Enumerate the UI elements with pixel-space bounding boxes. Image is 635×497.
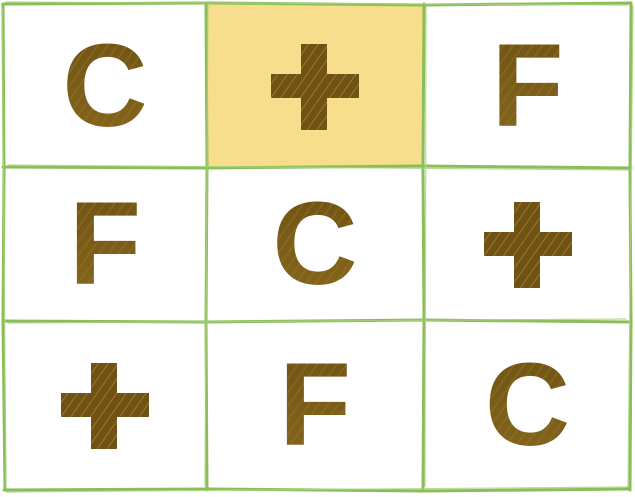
cell-symbol-f: F	[206, 321, 424, 488]
grid-cell-r1-c2-selected[interactable]	[206, 4, 424, 167]
cell-symbol-c: C	[206, 167, 424, 321]
cell-symbol-f: F	[4, 167, 206, 321]
grid-cell-r3-c2[interactable]: F	[206, 321, 424, 488]
grid-cell-r3-c3[interactable]: C	[424, 321, 631, 488]
grid-cell-r1-c3[interactable]: F	[424, 4, 631, 167]
cell-symbol-c: C	[4, 4, 206, 167]
grid-cell-r2-c1[interactable]: F	[4, 167, 206, 321]
grid-cell-r1-c1[interactable]: C	[4, 4, 206, 167]
plus-icon	[4, 321, 206, 488]
cell-symbol-f: F	[424, 4, 631, 167]
cell-symbol-c: C	[424, 321, 631, 488]
grid-cell-r2-c2[interactable]: C	[206, 167, 424, 321]
grid-cell-r2-c3[interactable]	[424, 167, 631, 321]
plus-icon	[206, 4, 424, 167]
plus-icon	[424, 167, 631, 321]
grid-cell-r3-c1[interactable]	[4, 321, 206, 488]
